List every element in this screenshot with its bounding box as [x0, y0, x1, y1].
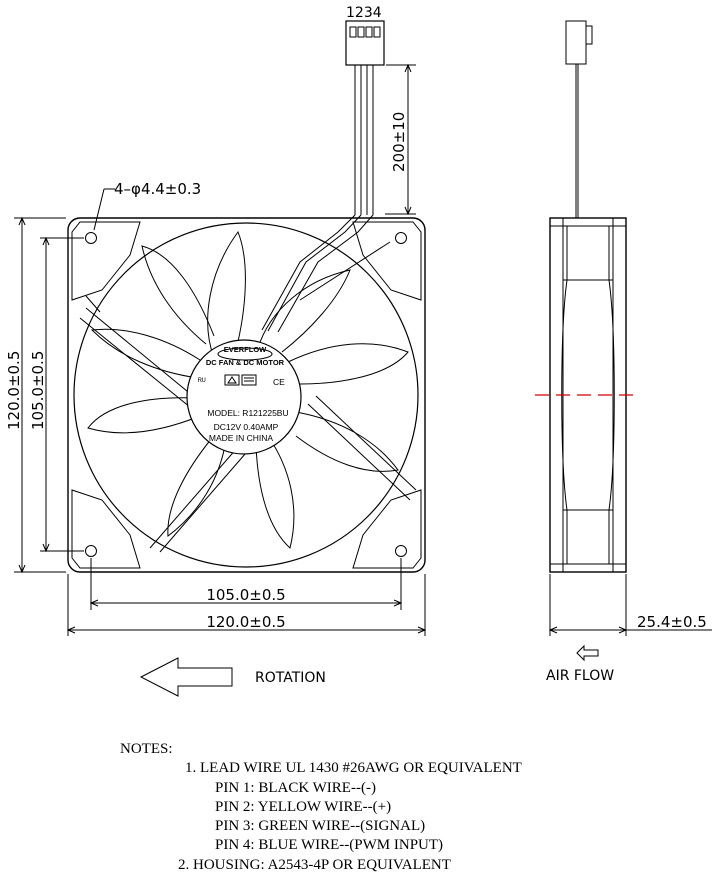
rotation-indicator: ROTATION [139, 657, 326, 697]
brand-label: EVERFLOW [224, 345, 267, 354]
hole-spec-label: 4–φ4.4±0.3 [114, 180, 201, 198]
note-pin-4: PIN 4: BLUE WIRE--(PWM INPUT) [215, 837, 444, 854]
height-inner-label: 105.0±0.5 [29, 351, 47, 430]
model-label: MODEL: R121225BU [207, 408, 288, 418]
hole-callout: 4–φ4.4±0.3 [93, 180, 201, 231]
fan-bore [73, 222, 419, 568]
brand-subtitle: DC FAN & DC MOTOR [206, 358, 285, 367]
dim-height-outer: 120.0±0.5 [5, 216, 66, 574]
width-outer-label: 120.0±0.5 [206, 613, 285, 631]
dim-lead-length: 200±10 [385, 63, 416, 216]
thickness-label: 25.4±0.5 [637, 613, 707, 631]
note-pin-1: PIN 1: BLACK WIRE--(-) [215, 779, 376, 796]
note-pin-3: PIN 3: GREEN WIRE--(SIGNAL) [215, 818, 426, 835]
airflow-indicator: AIR FLOW [546, 644, 614, 684]
fan-side-view [535, 20, 640, 573]
dim-thickness: 25.4±0.5 [548, 574, 712, 636]
svg-text:ᴿᵁ: ᴿᵁ [198, 376, 206, 386]
corner-pads [71, 221, 422, 569]
fan-front-view: EVERFLOW DC FAN & DC MOTOR ᴿᵁ CE MODEL: … [67, 217, 426, 573]
width-inner-label: 105.0±0.5 [206, 586, 285, 604]
airflow-arrow-icon [576, 644, 599, 662]
rating-label: DC12V 0.40AMP [214, 422, 279, 432]
side-connector [565, 20, 593, 218]
svg-text:CE: CE [273, 377, 285, 387]
note-lead-wire: 1. LEAD WIRE UL 1430 #26AWG OR EQUIVALEN… [185, 760, 522, 777]
dim-width-outer: 120.0±0.5 [66, 574, 427, 636]
fan-blades [87, 230, 409, 549]
note-pin-2: PIN 2: YELLOW WIRE--(+) [215, 798, 392, 815]
hub-label: EVERFLOW DC FAN & DC MOTOR ᴿᵁ CE MODEL: … [198, 345, 289, 443]
fan-frame-outer [67, 217, 426, 573]
lead-length-label: 200±10 [390, 112, 408, 172]
rotation-label: ROTATION [255, 670, 326, 686]
everflow-logo [217, 347, 273, 361]
note-housing: 2. HOUSING: A2543-4P OR EQUIVALENT [178, 856, 451, 873]
rotation-arrow-icon [139, 657, 233, 697]
dim-height-inner: 105.0±0.5 [29, 236, 84, 553]
notes-title: NOTES: [120, 741, 173, 757]
connector: 1234 [345, 5, 385, 66]
mounting-holes [85, 232, 407, 557]
certification-icons: ᴿᵁ CE [198, 374, 285, 387]
fan-hub [186, 339, 302, 455]
lead-wires [261, 65, 374, 333]
origin-label: MADE IN CHINA [209, 433, 274, 443]
notes-section: NOTES: 1. LEAD WIRE UL 1430 #26AWG OR EQ… [120, 740, 680, 875]
dim-width-inner: 105.0±0.5 [89, 558, 403, 610]
connector-pin-label: 1234 [346, 5, 382, 21]
height-outer-label: 120.0±0.5 [5, 351, 23, 430]
airflow-label: AIR FLOW [546, 668, 614, 684]
